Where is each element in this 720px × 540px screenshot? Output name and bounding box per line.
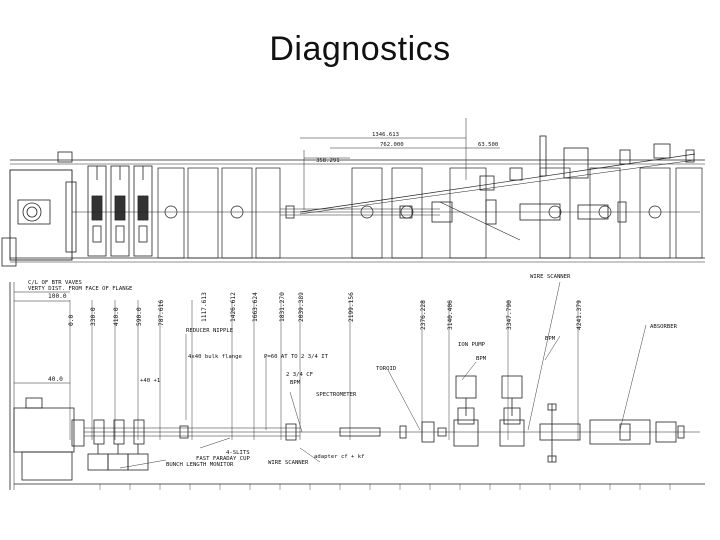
vdim-10: 2199.156 xyxy=(348,292,355,322)
left-dim-100: 100.0 xyxy=(48,293,67,300)
vdim-13: 3347.790 xyxy=(506,300,513,330)
vdim-6: 1426.612 xyxy=(230,292,237,322)
vdim-9: 2039.389 xyxy=(298,292,305,322)
valve-block-2 xyxy=(110,165,130,257)
label-ion-pump: ION PUMP xyxy=(458,342,486,348)
label-bpm-mid: BPM xyxy=(476,356,487,362)
vdim-8: 1831.270 xyxy=(279,292,286,322)
vdim-1: 330.0 xyxy=(90,307,97,326)
valve-block-1 xyxy=(87,165,107,257)
table-panels xyxy=(157,167,703,259)
left-dim-40: 40.0 xyxy=(48,376,63,383)
label-absorber: ABSORBER xyxy=(650,324,678,330)
label-spectrometer: SPECTROMETER xyxy=(316,392,357,398)
bunch-length-stands xyxy=(87,419,149,471)
top-dim-358: 358.291 xyxy=(316,158,340,164)
label-bulk-flange: 4x40 bulk flange xyxy=(188,354,243,360)
label-cf-note: 2 3/4 CF xyxy=(286,372,314,378)
vertical-dimension-labels: 0.0 330.0 410.0 590.0 787.616 1117.613 1… xyxy=(68,292,583,330)
ion-pump-stack xyxy=(453,375,479,447)
top-dimensions xyxy=(300,118,500,210)
vdim-4: 787.616 xyxy=(158,300,165,326)
label-toroid: TOROID xyxy=(376,366,397,372)
label-dia-note: +40 +1 xyxy=(140,378,160,384)
vdim-2: 410.0 xyxy=(113,307,120,326)
label-wire-scanner-top: WIRE SCANNER xyxy=(530,274,571,280)
label-wire-scanner-bot: WIRE SCANNER xyxy=(268,460,309,466)
vdim-5: 1117.613 xyxy=(201,292,208,322)
label-reducer-nipple: REDUCER NIPPLE xyxy=(186,328,234,334)
vdim-11: 2376.228 xyxy=(420,300,427,330)
source-flange-icon xyxy=(22,202,42,222)
top-dimension-labels: 1346.613 762.000 358.291 63.500 xyxy=(316,132,498,164)
top-dim-63: 63.500 xyxy=(478,142,498,148)
label-adapter: adapter cf + kf xyxy=(314,454,365,460)
label-pneo-flange: P=60 AT TO 2 3/4 IT xyxy=(264,354,329,360)
vdim-14: 4241.379 xyxy=(576,300,583,330)
label-four-slits: 4-SLITS xyxy=(226,450,250,456)
top-dim-762: 762.000 xyxy=(380,142,404,148)
vertical-dim-lines xyxy=(69,300,579,440)
header-note-2: VERTY DIST. FROM FACE OF FLANGE xyxy=(28,286,133,292)
ground-rail-ticks xyxy=(99,484,671,490)
bpm-stack xyxy=(499,375,525,447)
vdim-7: 1663.624 xyxy=(252,292,259,322)
vdim-3: 590.0 xyxy=(136,307,143,326)
label-bpm-small: BPM xyxy=(290,380,301,386)
valve-block-3 xyxy=(133,165,153,257)
side-header-labels: C/L OF BTR VAVES VERTY DIST. FROM FACE O… xyxy=(28,280,133,383)
slide-title: Diagnostics xyxy=(269,30,451,68)
side-view xyxy=(9,281,705,490)
label-bpm-right: BPM xyxy=(545,336,556,342)
top-dim-1346: 1346.613 xyxy=(372,132,399,138)
label-bunch-length: BUNCH LENGTH MONITOR xyxy=(166,462,234,468)
component-labels: WIRE SCANNER BPM ABSORBER REDUCER NIPPLE… xyxy=(140,274,678,468)
vdim-12: 3140.406 xyxy=(447,300,454,330)
label-fast-faraday: FAST FARADAY CUP xyxy=(196,456,251,462)
header-note-1: C/L OF BTR VAVES xyxy=(28,280,82,286)
top-view xyxy=(1,118,705,267)
vdim-0: 0.0 xyxy=(68,315,75,326)
